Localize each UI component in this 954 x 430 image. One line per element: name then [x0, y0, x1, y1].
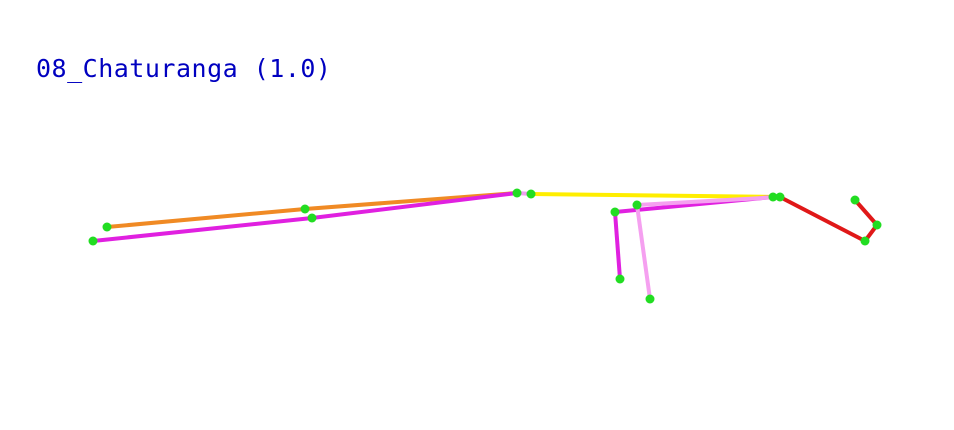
joint-head-b [850, 195, 860, 205]
bone-red-head-upper [853, 198, 879, 227]
joint-shoulder-a [768, 192, 778, 202]
pose-title: 08_Chaturanga (1.0) [36, 54, 332, 83]
joint-foot-a [102, 222, 112, 232]
joint-foot-b [88, 236, 98, 246]
joint-hip-b [526, 189, 536, 199]
joint-hand-b [645, 294, 655, 304]
joint-knee-b [307, 213, 317, 223]
bone-magenta-upper-leg [311, 191, 518, 220]
bone-pink-forearm [635, 204, 652, 300]
bone-red-neck [779, 195, 866, 243]
joint-head-a [872, 220, 882, 230]
bone-yellow-torso [530, 192, 781, 199]
skeleton-joints [88, 188, 882, 304]
joint-elbow-a [610, 207, 620, 217]
joint-shoulder-b [775, 192, 785, 202]
joint-knee-a [300, 204, 310, 214]
joint-hip-a [512, 188, 522, 198]
joint-neck [860, 236, 870, 246]
joint-elbow-b [632, 200, 642, 210]
bone-magenta-forearm [613, 211, 622, 280]
bone-magenta-lower-leg [92, 216, 313, 243]
joint-hand-a [615, 274, 625, 284]
bone-pink-upper-arm [636, 195, 781, 207]
skeleton-bones [92, 191, 879, 300]
bone-orange-lower-leg [106, 207, 306, 229]
